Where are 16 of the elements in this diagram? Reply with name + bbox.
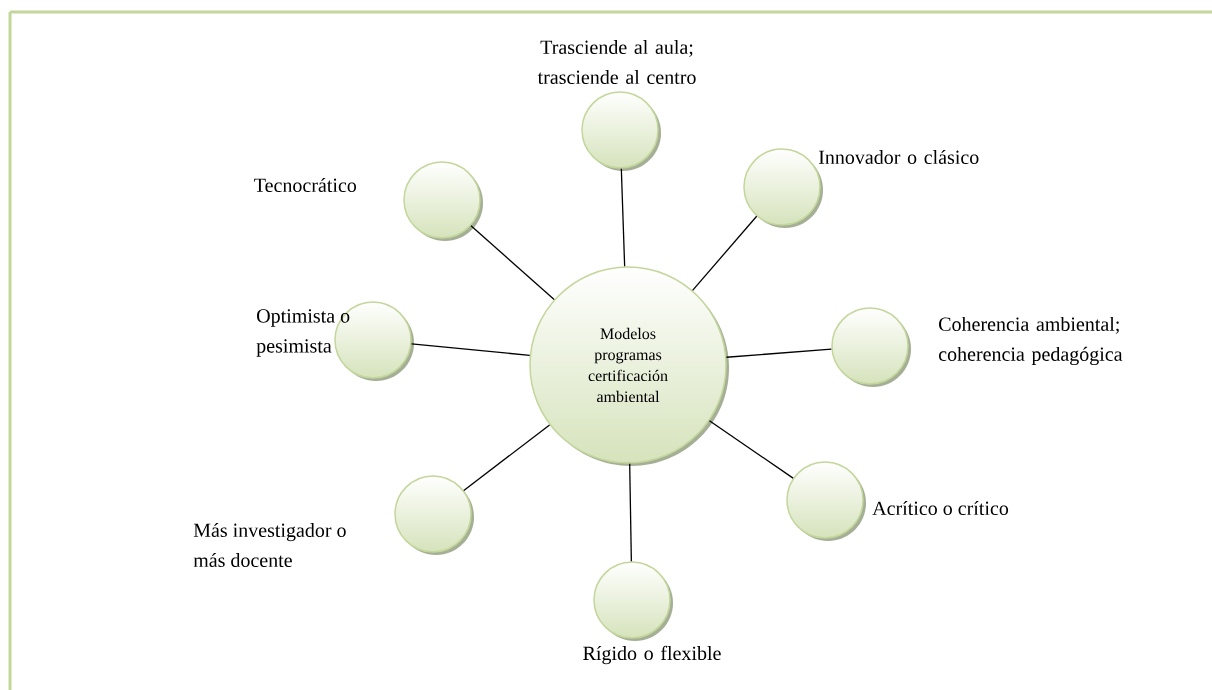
connector-line (725, 348, 833, 358)
node-label: Rígido o flexible (583, 645, 721, 665)
node-label: Tecnocrático (254, 177, 357, 193)
node-label: Innovador o clásico (818, 149, 979, 165)
connector-line (629, 463, 632, 562)
connector-line (410, 343, 531, 356)
connector-line (470, 225, 555, 301)
node-label: Más investigador o más docente (193, 522, 346, 568)
node-label: Optimista o pesimista (256, 309, 350, 357)
node-label: Acrítico o crítico (872, 500, 1009, 516)
connector-line (620, 168, 626, 267)
connector-line (708, 420, 794, 479)
node-label: Trasciende al aula; trasciende al centro (537, 39, 696, 85)
node-label: Coherencia ambiental; coherencia pedagógica (939, 316, 1123, 366)
connector-line (691, 215, 758, 291)
connector-line (463, 424, 551, 492)
